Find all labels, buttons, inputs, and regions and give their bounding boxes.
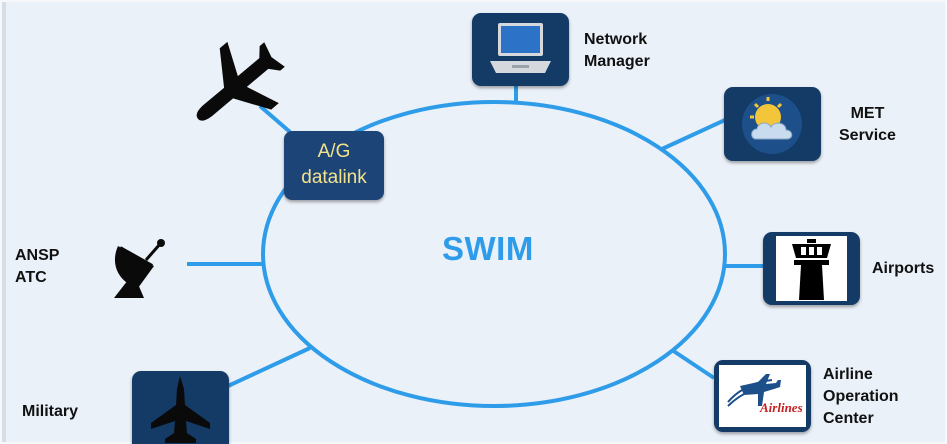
airline-operation-center-label: Airline Operation Center [823, 364, 899, 430]
ansp-atc-line1: ANSP [15, 247, 60, 264]
airline-operation-center-line3: Center [823, 410, 874, 427]
met-service-line2: Service [839, 127, 896, 144]
military-box [132, 371, 229, 444]
ansp-atc-label: ANSP ATC [15, 245, 59, 289]
link-aircraft [258, 104, 292, 134]
swim-ring [261, 100, 727, 408]
met-service-box [724, 87, 821, 161]
ansp-atc-line2: ATC [15, 269, 47, 286]
airports-box [763, 232, 860, 305]
military-label: Military [22, 401, 78, 423]
weather-sun-cloud-icon [742, 94, 802, 154]
met-service-label: MET Service [839, 103, 896, 147]
ag-datalink-box: A/G datalink [284, 131, 384, 200]
met-service-line1: MET [850, 105, 885, 122]
airlines-logo-text: Airlines [759, 400, 803, 415]
airline-operation-center-line2: Operation [823, 388, 899, 405]
airline-operation-center-line1: Airline [823, 366, 873, 383]
control-tower-icon [776, 236, 847, 301]
military-line1: Military [22, 403, 79, 420]
network-manager-line1: Network [584, 31, 648, 48]
radar-dish-icon [114, 239, 165, 298]
link-met-service [661, 118, 726, 151]
airports-label: Airports [872, 258, 934, 280]
airline-operation-center-box: Airlines [714, 360, 811, 432]
ag-datalink-line2: datalink [301, 167, 367, 188]
airplane-icon [196, 41, 285, 121]
network-manager-box [472, 13, 569, 86]
airports-line1: Airports [872, 260, 935, 277]
ag-datalink-line1: A/G [317, 141, 351, 162]
laptop-icon [490, 23, 551, 73]
swim-label: SWIM [442, 230, 534, 267]
fighter-jet-icon [151, 376, 210, 443]
network-manager-line2: Manager [584, 53, 650, 70]
link-airline-operation-center [670, 348, 716, 380]
network-manager-label: Network Manager [584, 29, 650, 73]
airlines-logo-icon: Airlines [719, 365, 806, 427]
link-military [227, 346, 311, 388]
